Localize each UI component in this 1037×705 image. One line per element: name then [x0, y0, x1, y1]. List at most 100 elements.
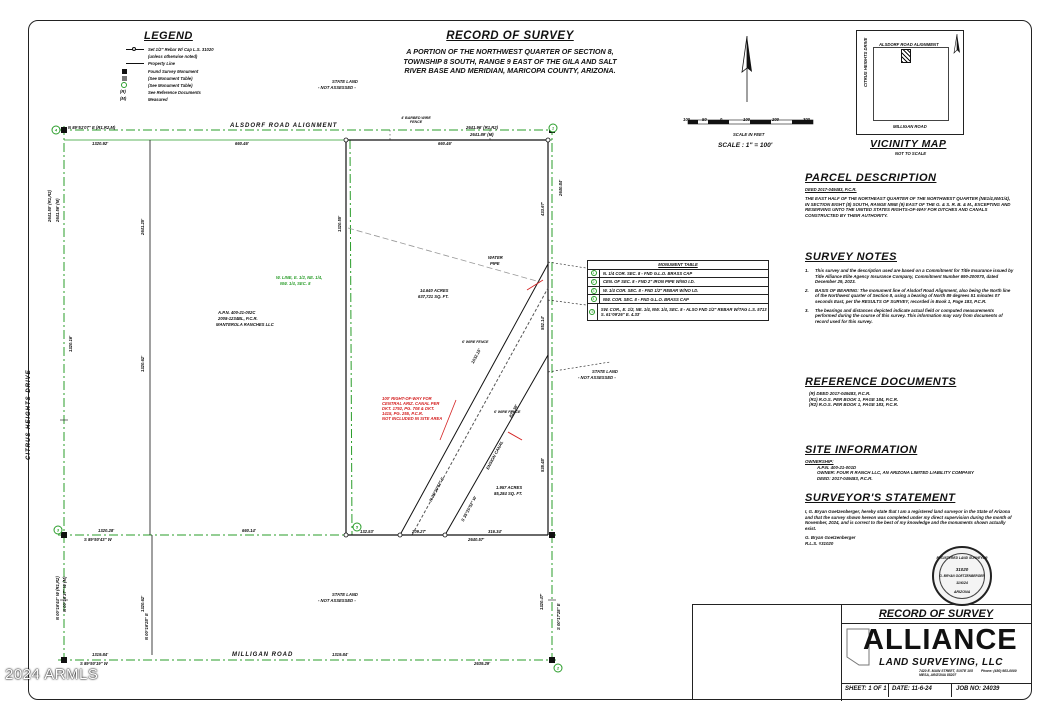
firm-address-1: 7420 E. MAIN STREET, SUITE 105 [919, 669, 973, 673]
survey-sheet [28, 20, 1032, 700]
vdim-center: 1320.55' [337, 215, 342, 232]
monument-markers [61, 127, 555, 663]
not-assessed-south: - NOT ASSESSED - [318, 598, 356, 603]
vdim-east-total: 2640.84' [558, 179, 563, 196]
north-arrow-icon [741, 35, 752, 102]
reference-3: (R2) R.O.S. PER BOOK 1, PAGE 183, P.C.R. [809, 402, 899, 408]
surveyor-seal: REGISTERED LAND SURVEYOR 31020 G. BRYAN … [932, 546, 992, 606]
survey-notes-title: SURVEY NOTES [805, 251, 897, 263]
north-dim-m: 2641.89' (M) [470, 132, 494, 137]
canal-row-lines [399, 263, 549, 536]
site-information: SITE INFORMATION OWNERSHIP: A.P.N. 400-2… [805, 444, 1015, 481]
north-dim-east: 660.46' [438, 141, 452, 146]
seal-name: G. BRYAN GOETZENBERGER [939, 574, 985, 578]
w-line-note-1: W. LINE, E. 1/2, NE. 1/4, [276, 275, 323, 280]
statement-title: SURVEYOR'S STATEMENT [805, 492, 956, 504]
parcel-title: PARCEL DESCRIPTION [805, 172, 937, 184]
vicinity-road-top: ALSDORF ROAD ALIGNMENT [879, 42, 939, 47]
firm-name: ALLIANCE [863, 624, 1018, 656]
references-title: REFERENCE DOCUMENTS [805, 376, 957, 388]
scale-tick-50: 50 [702, 117, 707, 122]
site-title: SITE INFORMATION [805, 444, 918, 456]
w-line-note-2: NW. 1/4, SEC. 8 [280, 281, 311, 286]
mid-dim-west: 1320.28' [98, 528, 115, 533]
south-dim-total: 2639.29' [474, 661, 491, 666]
fence-label-1: 6' WIRE FENCE [462, 340, 489, 344]
mid-bearing: S 89°50'43" W [84, 537, 112, 542]
mid-dim-1: 132.53' [360, 529, 374, 534]
fence-top-label: 4' BARBED WIRE FENCE [401, 116, 431, 124]
w-line-e-half [349, 139, 353, 536]
site-owner: OWNER: FOUR R RANCH LLC, AN ARIZONA LIMI… [817, 470, 974, 476]
statement-text: I, G. Bryan Goetzenberger, hereby state … [805, 509, 1012, 531]
survey-title-block: RECORD OF SURVEY A PORTION OF THE NORTHW… [360, 30, 660, 76]
vdim-west-r: 2641.50' (R1,R2) [47, 190, 52, 222]
south-west-bearing-r: N 00°16'44" W (R1,R2) [55, 576, 60, 620]
survey-title: RECORD OF SURVEY [446, 30, 574, 42]
vdim-west-m: 2641.56' (M) [55, 198, 60, 222]
seal-state: ARIZONA [953, 590, 971, 594]
apn-neighbor: A.P.N. 400-21-002C [218, 310, 256, 315]
survey-subtitle-3: RIVER BASE AND MERIDIAN, MARICOPA COUNTY… [404, 66, 616, 75]
vdim-inner: 2641.25' [140, 218, 145, 235]
job-field: JOB NO: 24039 [956, 686, 1000, 692]
survey-note-2: BASIS OF BEARING: The monument line of A… [815, 287, 1011, 304]
vicinity-road-bottom: MILLIGAN ROAD [893, 124, 927, 129]
south-dim-west: 1319.84' [92, 652, 109, 657]
apn-neighbor-owner: MANTEROLA RANCHES LLC [216, 322, 274, 327]
survey-note-3: The bearings and distances depicted indi… [815, 307, 1003, 324]
south-road-label: MILLIGAN ROAD [232, 652, 294, 658]
svg-text:3: 3 [57, 528, 60, 533]
west-road-label: CITRUS HEIGHTS DRIVE [26, 369, 32, 460]
state-land-north: STATE LAND [332, 79, 358, 84]
water-pipe-label-1: WATER [488, 255, 503, 260]
state-land-east: STATE LAND [592, 369, 618, 374]
legend-rebar-note: (unless otherwise noted) [148, 54, 198, 60]
svg-text:1: 1 [552, 126, 555, 131]
watermark: 2024 ARMLS [5, 666, 99, 683]
north-road-label: ALSDORF ROAD ALIGNMENT [230, 123, 338, 129]
vicinity-subtitle: NOT TO SCALE [895, 151, 927, 156]
reference-documents: REFERENCE DOCUMENTS (R) DEED 2017-049483… [805, 376, 1015, 408]
svg-text:4: 4 [54, 128, 58, 133]
site-deed: DEED: 2017-049483, P.C.R. [817, 475, 873, 481]
property-boundary [345, 139, 549, 536]
area-main-sqft: 637,721 SQ. FT. [418, 294, 449, 299]
row-note: 100' RIGHT-OF-WAY FOR CENTRAL ARIZ. CANA… [382, 396, 443, 421]
monument-table-title: MONUMENT TABLE [658, 262, 698, 268]
fence-lines [389, 130, 491, 140]
seal-date: 11/6/24 [956, 581, 968, 585]
north-dim-west: 1320.92' [92, 141, 109, 146]
north-dim-mid: 660.46' [235, 141, 249, 146]
scale-tick-100l: 100 [683, 117, 690, 122]
vicinity-north-icon [953, 33, 960, 54]
firm-title: RECORD OF SURVEY [878, 608, 994, 620]
legend-measured: Measured [148, 97, 168, 103]
mid-dim-center: 660.14' [242, 528, 256, 533]
mid-dim-3: 316.34' [488, 529, 502, 534]
north-bearing: N 89°51'07" E (R1,R2,M) [68, 125, 116, 130]
date-field: DATE: 11-6-24 [892, 686, 932, 692]
south-west-bearing-m: N 00°16'37" W (M) [62, 576, 67, 612]
reference-2: (R1) R.O.S. PER BOOK 1, PAGE 184, P.C.R. [809, 396, 899, 402]
scale-tick-300: 300 [803, 117, 810, 122]
vicinity-map: ALSDORF ROAD ALIGNMENT MILLIGAN ROAD CIT… [856, 30, 964, 135]
scale-tick-100: 100 [743, 117, 750, 122]
vicinity-title: VICINITY MAP [870, 138, 947, 150]
site-ownership: OWNERSHIP: [805, 459, 834, 464]
parcel-description: PARCEL DESCRIPTION DEED 2017-049483, P.C… [805, 172, 1015, 218]
sheet-field: SHEET: 1 OF 1 [845, 686, 887, 692]
legend-rebar: Set 1/2" Rebar W/ Cap L.S. 31020 [148, 47, 214, 53]
not-assessed-north: - NOT ASSESSED - [318, 85, 356, 90]
vdim-west-lower: 1320.16' [68, 335, 73, 352]
legend-title: LEGEND [144, 30, 193, 42]
parcel-text: THE EAST HALF OF THE NORTHEAST QUARTER O… [805, 196, 1011, 218]
water-pipe-label-2: PIPE [490, 261, 500, 266]
apn-neighbor-doc: 2008-1234BL, P.C.R. [218, 316, 258, 321]
